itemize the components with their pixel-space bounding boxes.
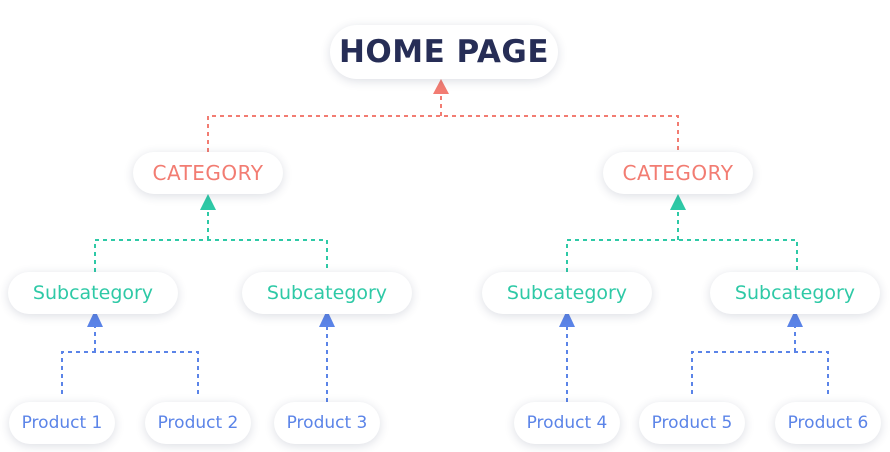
product-node-5: Product 5: [639, 402, 745, 444]
product-node-2: Product 2: [145, 402, 251, 444]
home-page-node: HOME PAGE: [330, 25, 558, 79]
connector-subcategories-to-category-2: [566, 239, 798, 272]
arrow-up-icon: [670, 194, 686, 210]
arrow-up-icon: [319, 310, 335, 327]
product-node-1: Product 1: [9, 402, 115, 444]
subcategory-node-1: Subcategory: [8, 272, 178, 314]
arrow-up-icon: [433, 79, 449, 94]
product-node-3: Product 3: [274, 402, 380, 444]
arrow-up-icon: [87, 310, 103, 327]
arrow-up-icon: [787, 310, 803, 327]
arrow-up-icon: [200, 194, 216, 210]
connector-products-5-6-to-subcategory-4: [691, 351, 829, 394]
category-node-1: CATEGORY: [133, 152, 283, 194]
product-node-6: Product 6: [775, 402, 881, 444]
connector-categories-to-home: [207, 115, 679, 152]
category-node-2: CATEGORY: [603, 152, 753, 194]
connector-subcategories-to-category-1: [94, 239, 328, 272]
subcategory-node-4: Subcategory: [710, 272, 880, 314]
subcategory-node-3: Subcategory: [482, 272, 652, 314]
subcategory-node-2: Subcategory: [242, 272, 412, 314]
connector-products-1-2-to-subcategory-1: [61, 351, 199, 394]
arrow-up-icon: [559, 310, 575, 327]
product-node-4: Product 4: [514, 402, 620, 444]
